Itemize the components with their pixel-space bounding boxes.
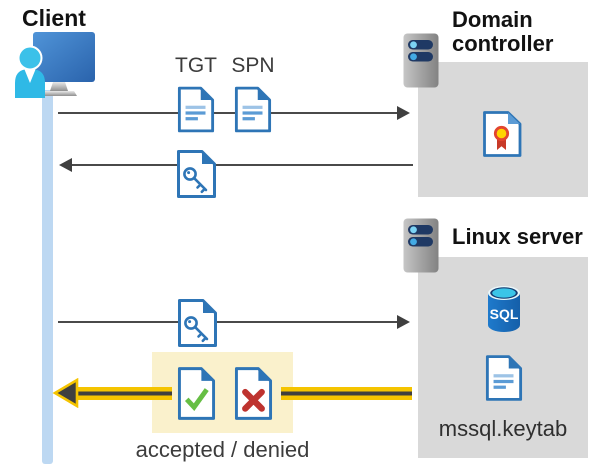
keytab-label: mssql.keytab <box>438 416 568 441</box>
service-key-document-icon <box>178 299 217 347</box>
tgt-spn-request-arrowhead-icon <box>397 106 410 120</box>
domain-controller-label: Domain controller <box>452 7 554 56</box>
domain-controller-server-icon <box>403 33 439 88</box>
client-label: Client <box>22 5 86 31</box>
tgt-spn-request-arrow-line <box>58 111 398 115</box>
keytab-document-icon <box>485 355 523 401</box>
spn-document-icon <box>234 86 272 133</box>
client-computer-user-icon <box>15 32 95 98</box>
linux-server-icon <box>403 218 439 273</box>
certificate-document-icon <box>483 111 522 157</box>
service-ticket-arrow-line <box>58 320 398 324</box>
linux-server-label: Linux server <box>452 224 583 249</box>
ticket-response-arrowhead-icon <box>59 158 72 172</box>
sql-text: SQL <box>490 306 519 322</box>
accepted-check-document-icon <box>177 367 216 420</box>
accepted-denied-label: accepted / denied <box>135 437 310 462</box>
tgt-label: TGT <box>175 54 217 77</box>
key-ticket-document-icon <box>177 150 216 198</box>
ticket-response-arrow-line <box>72 163 413 167</box>
denied-x-document-icon <box>234 367 273 420</box>
tgt-document-icon <box>177 86 215 133</box>
sql-database-icon: SQL <box>488 286 520 332</box>
result-arrowhead-icon <box>52 378 79 408</box>
client-lifeline <box>42 90 53 464</box>
result-arrow-left-segment <box>74 387 172 400</box>
result-arrow-right-segment <box>281 387 412 400</box>
service-ticket-arrowhead-icon <box>397 315 410 329</box>
spn-label: SPN <box>231 54 275 77</box>
